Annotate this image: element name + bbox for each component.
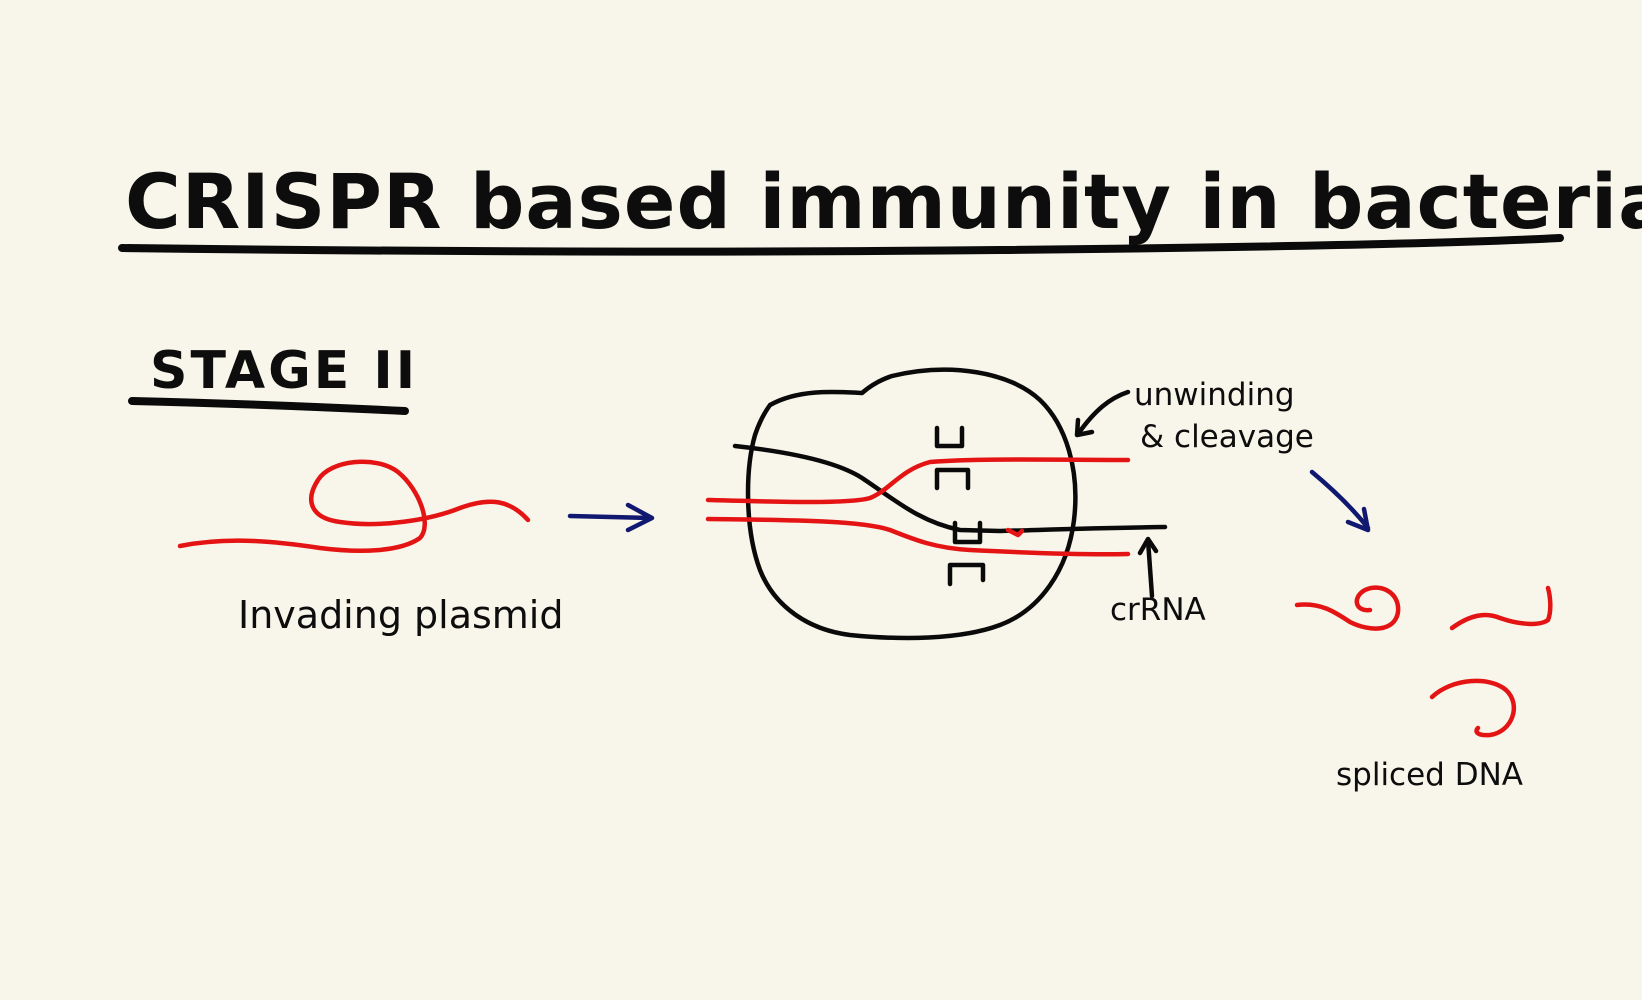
arrow-to-complex [567,502,655,533]
dna-upper-strand [705,457,1131,505]
unwinding-label: unwinding [1134,377,1295,413]
spliced-dna-label: spliced DNA [1336,757,1523,793]
invading-plasmid-strand [177,459,531,553]
stage-label: STAGE II [150,341,418,401]
crrna-label: crRNA [1110,592,1206,628]
dna-cleavage-mark [1005,527,1025,538]
crrna-pointer-arrow [1137,536,1159,599]
arrow-to-spliced-dna [1309,469,1371,533]
cas-brackets [934,425,986,587]
unwinding-pointer-arrow [1074,389,1131,438]
spliced-dna-fragment-2 [1449,585,1553,631]
title-underline [118,234,1564,256]
crrna-strand [732,443,1168,534]
cas-complex-outline [745,367,1078,641]
dna-lower-strand [705,516,1131,557]
invading-plasmid-label: Invading plasmid [238,593,564,637]
spliced-dna-fragment-3 [1429,678,1517,738]
stage-underline [128,397,409,415]
page-title: CRISPR based immunity in bacteria and ar… [125,157,1642,246]
cleavage-label: & cleavage [1140,419,1314,455]
spliced-dna-fragment-1 [1294,585,1401,631]
